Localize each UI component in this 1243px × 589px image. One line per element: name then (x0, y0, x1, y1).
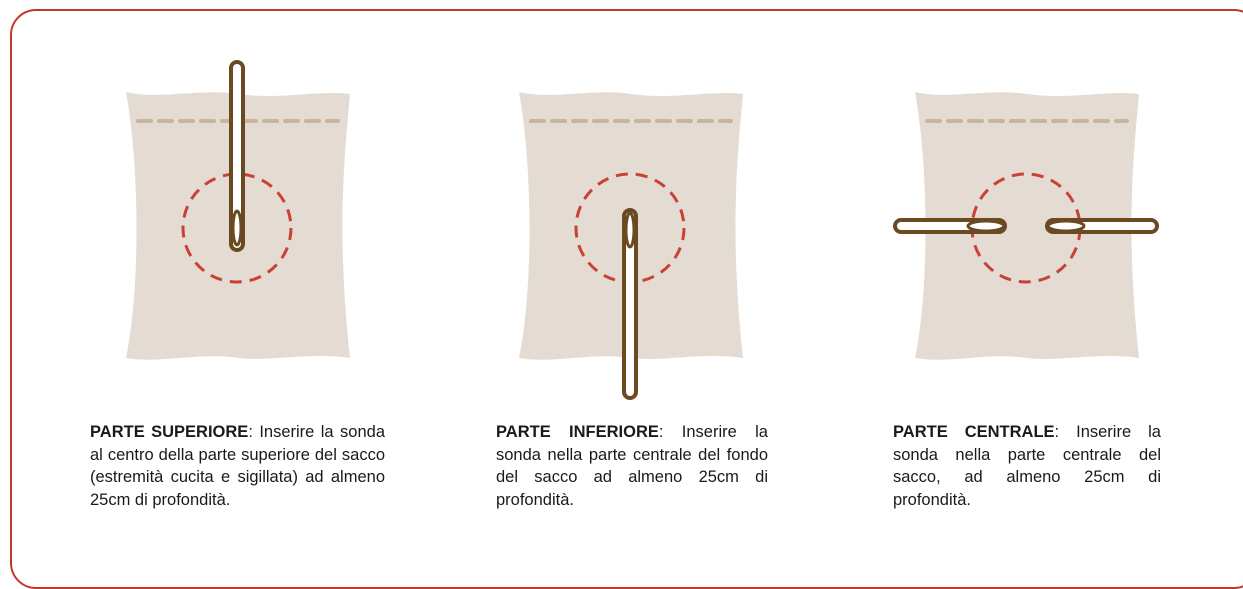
caption-top: PARTE SUPERIORE: Inserire la sonda al ce… (90, 421, 385, 511)
panel-center-illustration (893, 92, 1159, 360)
probe-slot (624, 211, 636, 249)
probe-slot-right (1046, 219, 1086, 233)
caption-center: PARTE CENTRALE: Inserire la sonda nella … (893, 421, 1161, 511)
probe-icon (229, 60, 245, 252)
caption-title: PARTE INFERIORE (496, 423, 659, 441)
panel-top-illustration (126, 60, 350, 360)
caption-text: : Inserire la sonda nella parte centrale… (893, 423, 1161, 509)
caption-text: : Inserire la sonda nella parte centrale… (496, 423, 768, 509)
caption-bottom: PARTE INFERIORE: Inserire la sonda nella… (496, 421, 768, 511)
sampling-diagram (126, 60, 1159, 400)
sack-shape (915, 92, 1139, 360)
panel-bottom-illustration (519, 92, 743, 400)
probe-slot-left (966, 219, 1006, 233)
caption-title: PARTE CENTRALE (893, 423, 1055, 441)
probe-slot (231, 209, 243, 247)
caption-text: : Inserire la sonda al centro della part… (90, 423, 385, 509)
target-circle (181, 172, 293, 284)
caption-title: PARTE SUPERIORE (90, 423, 249, 441)
probe-icon (622, 208, 638, 400)
